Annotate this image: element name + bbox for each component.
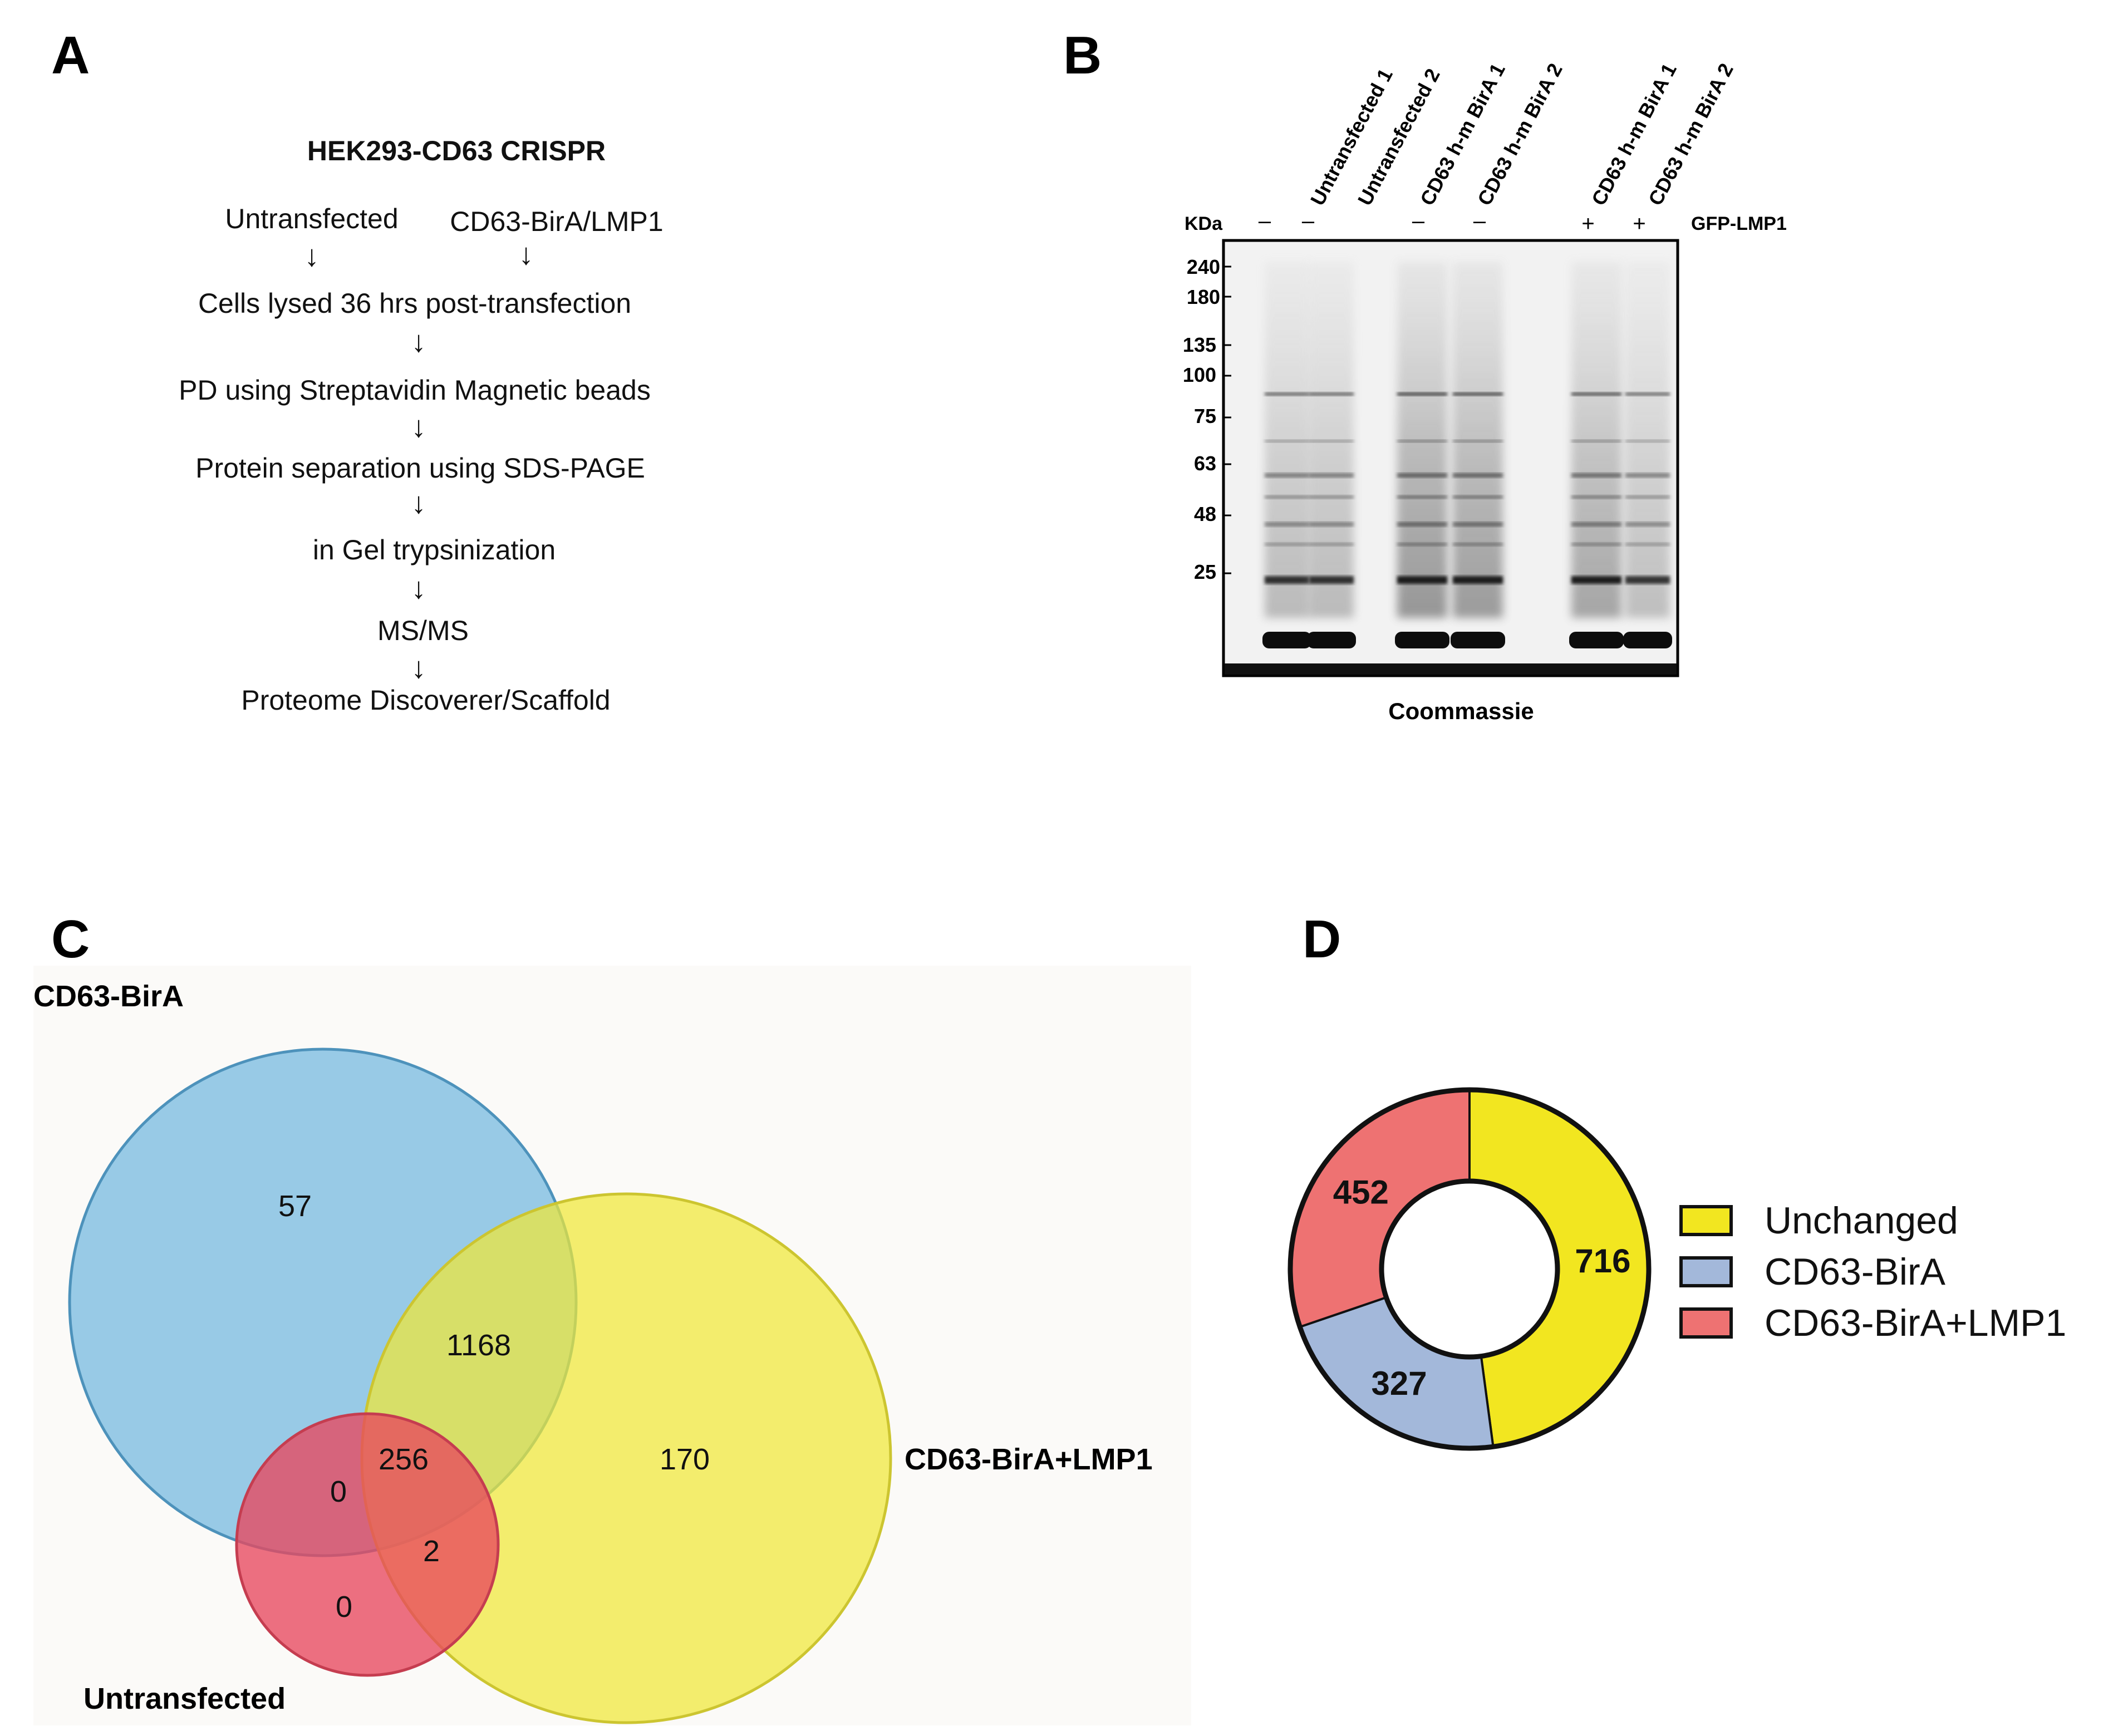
region-cd63-birA-and-untransfected: 0 [330, 1475, 347, 1508]
region-cd63-birA-and-lmp1: 1168 [446, 1329, 511, 1362]
set-label-cd63-birA: CD63-BirA [33, 980, 184, 1013]
panel-b-letter: B [1063, 26, 1102, 85]
legend-label: CD63-BirA+LMP1 [1765, 1302, 2066, 1344]
marker-180: 180 [1187, 286, 1220, 308]
donut-data-label: 327 [1372, 1365, 1427, 1402]
venn-circle-untransfected [235, 1412, 500, 1677]
marker-48: 48 [1194, 503, 1216, 525]
flow-step-pulldown: PD using Streptavidin Magnetic beads [179, 375, 651, 406]
down-arrow-icon: ↓ [304, 239, 320, 273]
flow-step-analysis: Proteome Discoverer/Scaffold [241, 685, 610, 716]
region-lmp1-and-untransfected: 2 [423, 1535, 440, 1568]
panel-a: A HEK293-CD63 CRISPR Untransfected CD63-… [51, 26, 664, 716]
donut-outer-ring [1287, 1087, 1652, 1451]
gfp-sign-lane-6: + [1633, 212, 1645, 236]
marker-240: 240 [1187, 255, 1220, 278]
donut-chart: 716 327 452 [1287, 1087, 1652, 1451]
gel-caption: Coommassie [1388, 698, 1534, 724]
flow-step-lysis: Cells lysed 36 hrs post-transfection [198, 288, 631, 319]
donut-data-label: 452 [1333, 1173, 1389, 1211]
flow-cd63-birA-lmp1: CD63-BirA/LMP1 [450, 206, 663, 237]
flowchart-title: HEK293-CD63 CRISPR [307, 135, 606, 166]
gel-image [1222, 239, 1679, 677]
panel-a-letter: A [51, 26, 90, 85]
set-label-untransfected: Untransfected [83, 1682, 286, 1715]
set-label-cd63-birA-lmp1: CD63-BirA+LMP1 [905, 1443, 1153, 1476]
region-cd63-birA-lmp1-only: 170 [660, 1443, 710, 1476]
legend-swatch [1679, 1256, 1733, 1287]
down-arrow-icon: ↓ [411, 410, 426, 444]
flow-step-msms: MS/MS [377, 615, 469, 646]
down-arrow-icon: ↓ [411, 325, 426, 358]
panel-c-letter: C [51, 909, 90, 969]
region-all-three: 256 [379, 1443, 429, 1476]
marker-25: 25 [1194, 560, 1216, 583]
legend-swatch [1679, 1205, 1733, 1236]
flow-step-sds-page: Protein separation using SDS-PAGE [195, 453, 645, 484]
marker-ladder: 240 180 135 100 75 63 48 25 [1183, 255, 1231, 583]
gfp-sign-lane-4: – [1473, 209, 1486, 233]
legend-label: Unchanged [1765, 1199, 1958, 1242]
gfp-sign-lane-1: – [1259, 209, 1271, 233]
donut-data-label: 716 [1575, 1242, 1630, 1280]
kda-label: KDa [1185, 213, 1223, 234]
panel-b: B Untransfected 1 Untransfected 2 CD63 h… [1063, 26, 1787, 724]
down-arrow-icon: ↓ [411, 572, 426, 605]
region-untransfected-only: 0 [336, 1590, 352, 1624]
gfp-sign-lane-2: – [1302, 209, 1315, 233]
marker-100: 100 [1183, 363, 1216, 386]
marker-75: 75 [1194, 405, 1216, 427]
marker-135: 135 [1183, 333, 1216, 356]
panel-c: C CD63-BirA CD63-BirA+LMP1 Untransfected… [33, 909, 1191, 1725]
flow-step-trypsin: in Gel trypsinization [313, 534, 556, 565]
region-cd63-birA-only: 57 [278, 1189, 312, 1223]
donut-hole [1379, 1178, 1560, 1360]
gfp-sign-lane-5: + [1581, 212, 1594, 236]
legend-label: CD63-BirA [1765, 1251, 1946, 1293]
legend-swatch [1679, 1307, 1733, 1339]
panel-d-letter: D [1303, 909, 1341, 969]
down-arrow-icon: ↓ [519, 238, 534, 271]
gfp-sign-lane-3: – [1412, 209, 1425, 233]
down-arrow-icon: ↓ [411, 486, 426, 520]
down-arrow-icon: ↓ [411, 651, 426, 685]
gfp-lmp1-label: GFP-LMP1 [1691, 213, 1787, 234]
flow-untransfected: Untransfected [225, 203, 398, 234]
marker-63: 63 [1194, 452, 1216, 475]
